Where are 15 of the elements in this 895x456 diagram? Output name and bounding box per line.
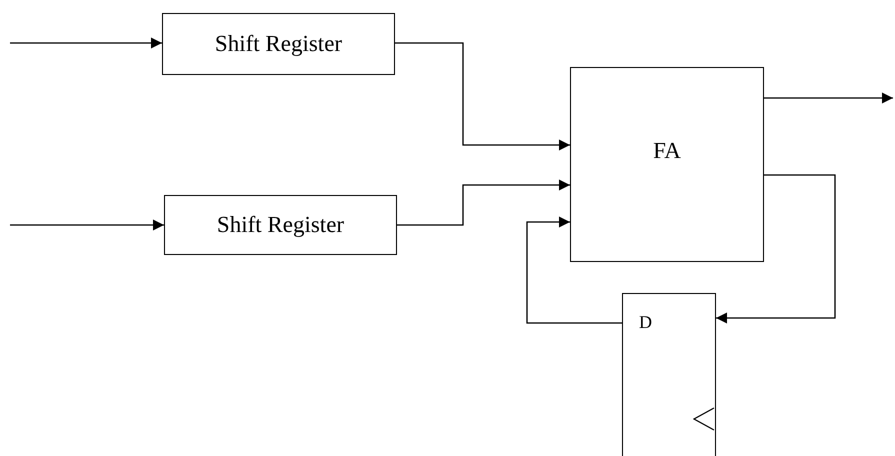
- shift-register-box: [164, 195, 397, 255]
- flip-flop-box: [622, 293, 716, 456]
- arrow: [395, 42, 570, 150]
- block-label: FA: [653, 138, 681, 164]
- arrow: [716, 174, 836, 324]
- arrow: [10, 38, 162, 48]
- arrow: [764, 92, 893, 104]
- block-label: Shift Register: [214, 31, 342, 57]
- block-label: Shift Register: [216, 212, 344, 238]
- block-label: D: [639, 312, 652, 333]
- full-adder-box: [570, 67, 764, 262]
- shift-register-box: [162, 13, 395, 75]
- arrow: [10, 220, 164, 230]
- arrow: [526, 216, 622, 324]
- arrow: [397, 180, 570, 226]
